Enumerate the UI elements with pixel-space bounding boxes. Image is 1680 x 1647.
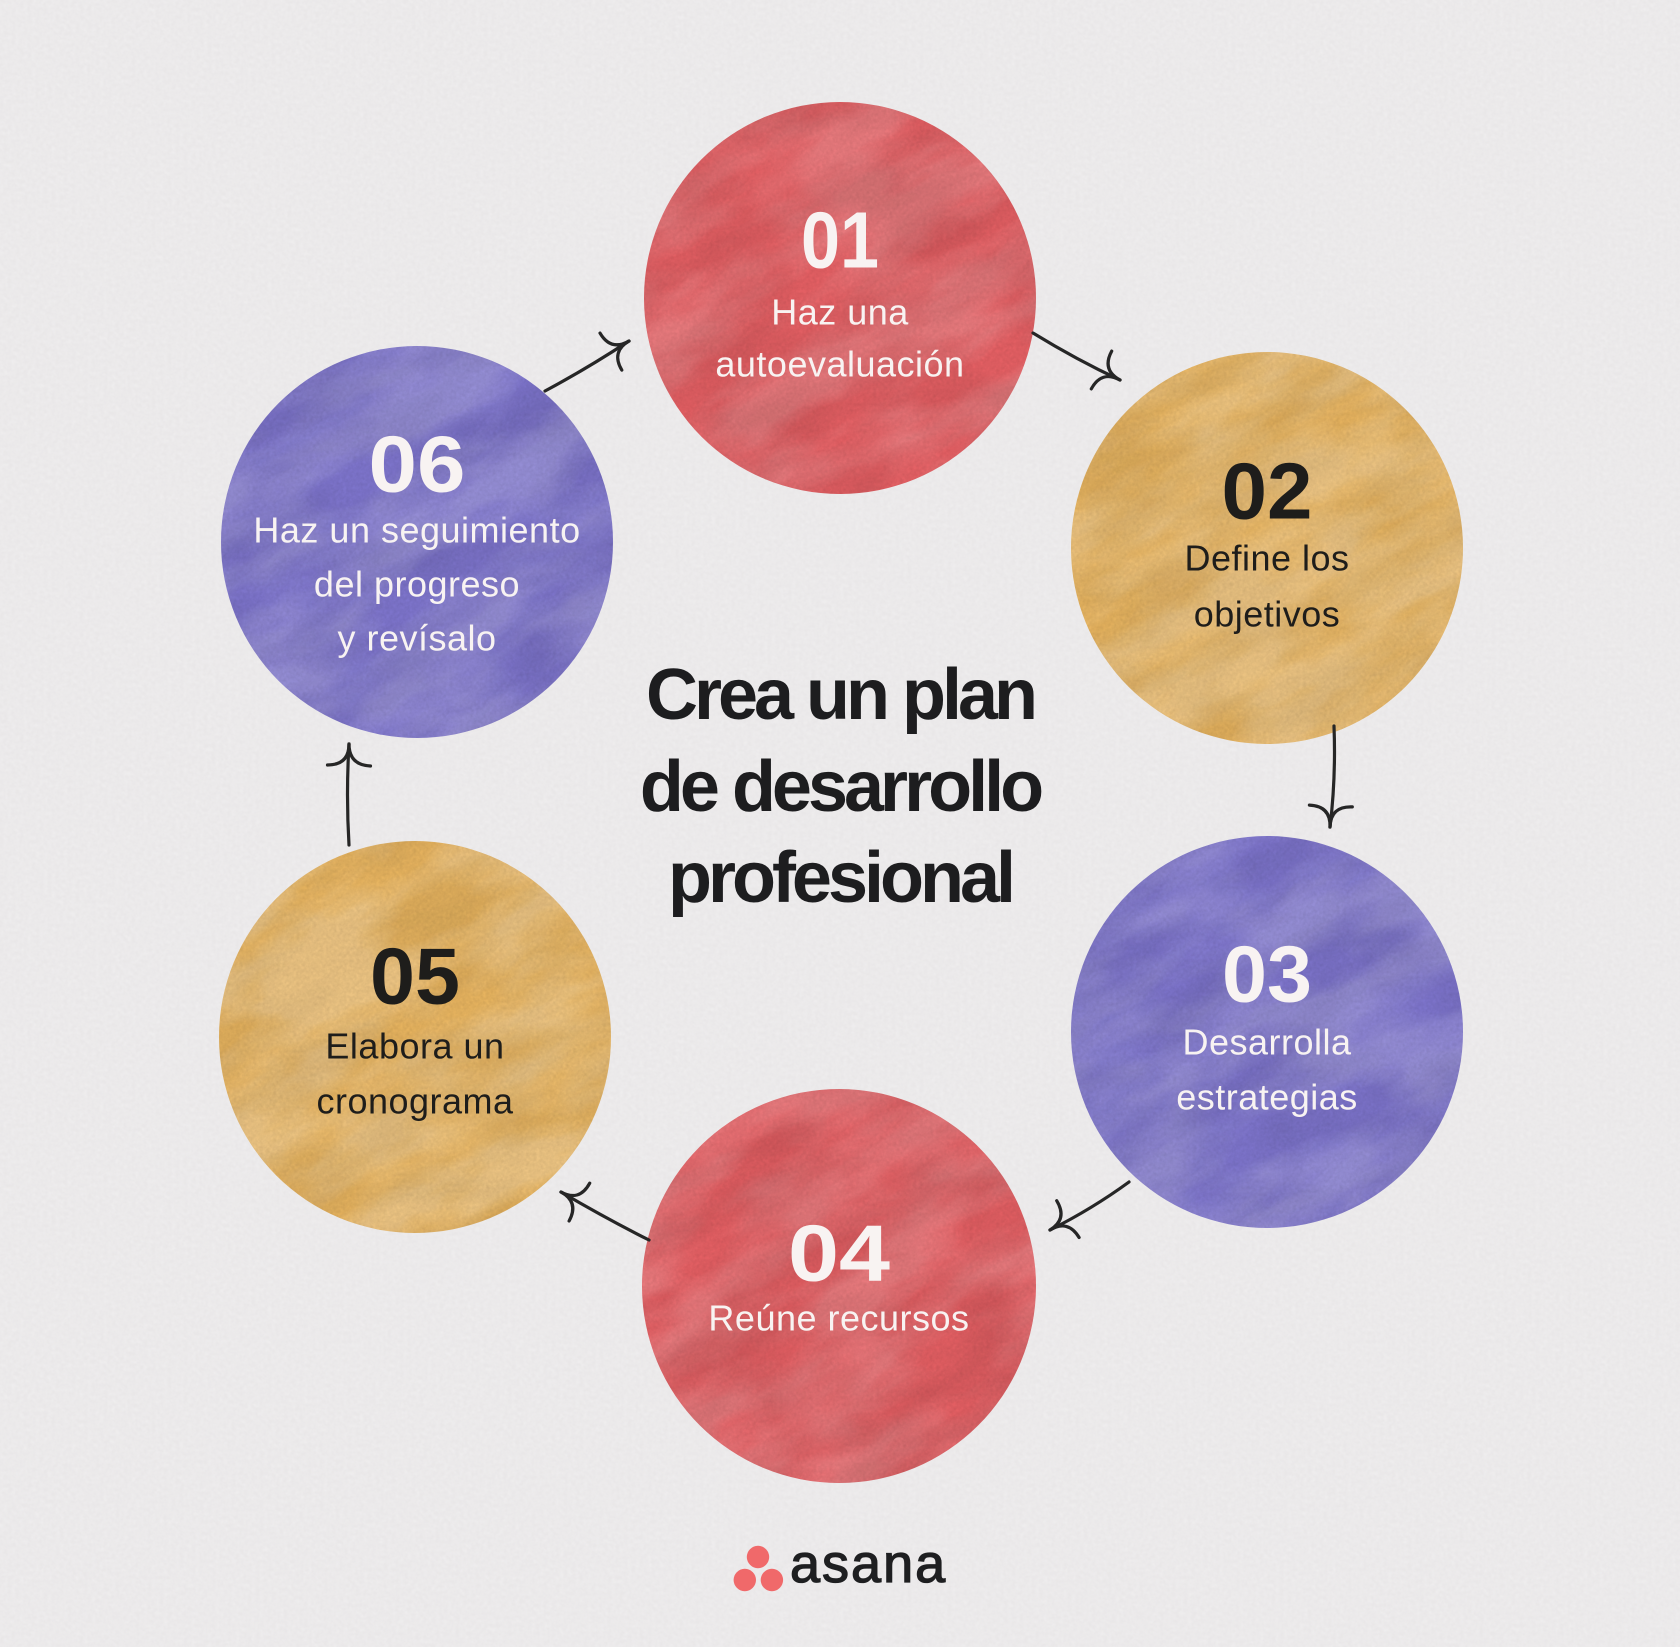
svg-text:05: 05	[370, 932, 460, 1021]
svg-text:Define los: Define los	[1184, 538, 1349, 579]
svg-text:02: 02	[1222, 447, 1313, 536]
svg-text:Haz un seguimiento: Haz un seguimiento	[253, 510, 580, 551]
svg-text:Elabora un: Elabora un	[325, 1026, 504, 1067]
svg-text:04: 04	[788, 1209, 891, 1298]
svg-text:06: 06	[369, 420, 466, 509]
svg-text:asana: asana	[790, 1534, 947, 1594]
svg-text:03: 03	[1222, 930, 1312, 1019]
svg-text:del progreso: del progreso	[314, 564, 520, 605]
svg-text:Haz una: Haz una	[771, 292, 909, 333]
svg-text:Crea un plan: Crea un plan	[646, 655, 1034, 735]
svg-text:estrategias: estrategias	[1176, 1077, 1358, 1118]
svg-text:cronograma: cronograma	[316, 1081, 514, 1122]
svg-text:01: 01	[801, 196, 879, 285]
svg-text:de desarrollo: de desarrollo	[640, 747, 1042, 827]
svg-text:profesional: profesional	[668, 838, 1012, 918]
svg-text:autoevaluación: autoevaluación	[715, 344, 964, 385]
svg-text:y revísalo: y revísalo	[337, 618, 496, 659]
svg-text:objetivos: objetivos	[1194, 594, 1341, 635]
svg-text:Desarrolla: Desarrolla	[1182, 1022, 1352, 1063]
svg-text:Reúne recursos: Reúne recursos	[708, 1298, 969, 1339]
